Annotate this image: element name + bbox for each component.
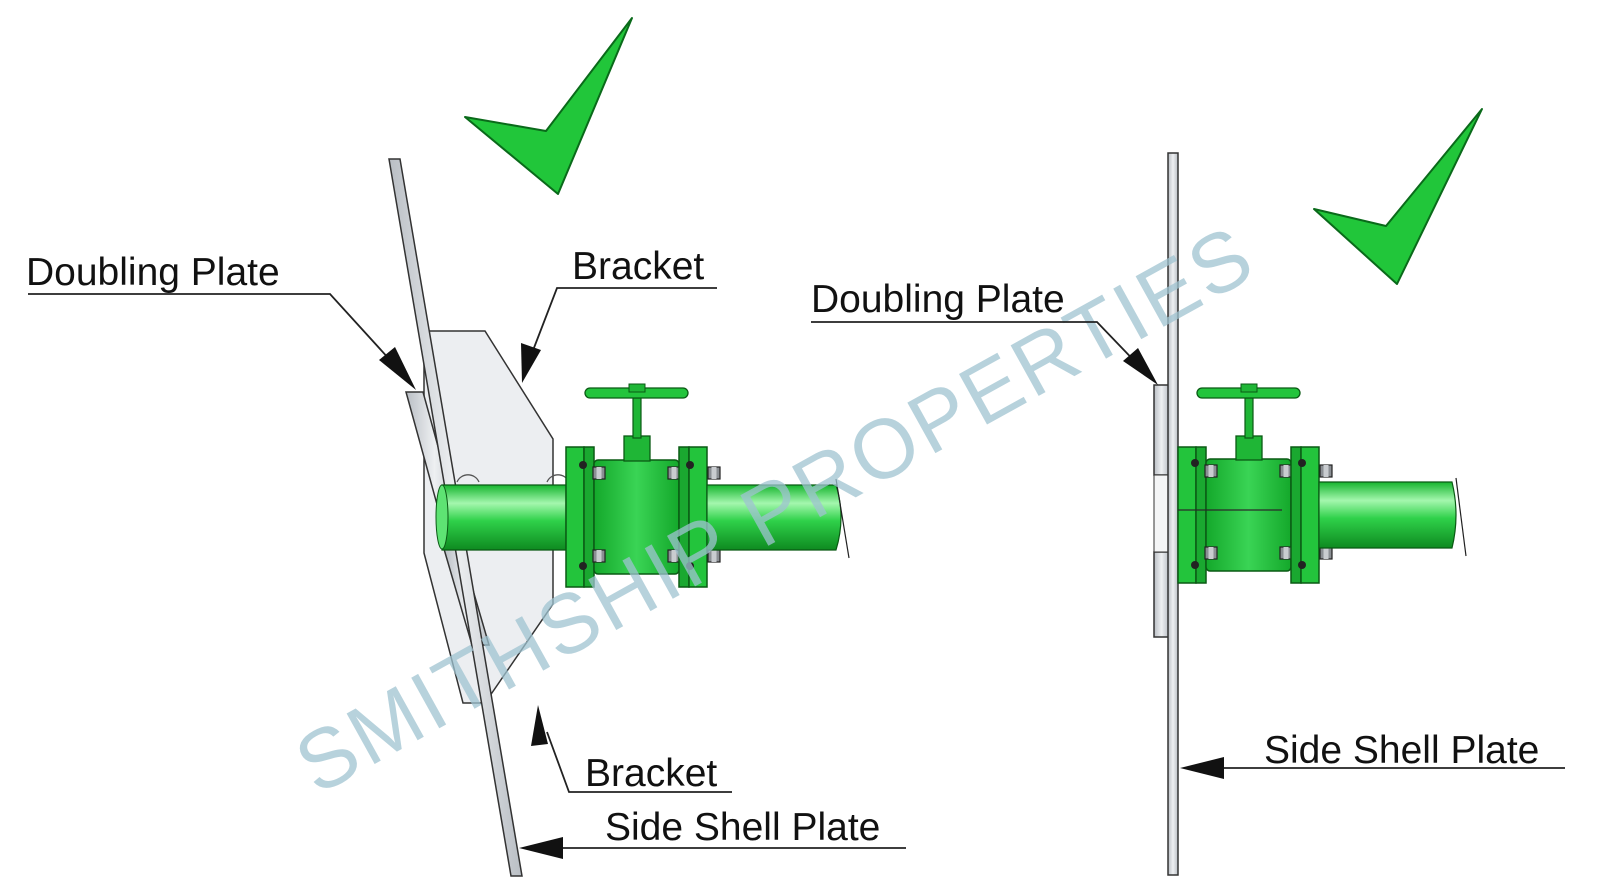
- arrowhead-icon: [1180, 757, 1224, 779]
- arrowhead-icon: [379, 347, 416, 390]
- bolt-icon: [1204, 546, 1218, 560]
- check-mark-icon: [464, 17, 633, 195]
- pipe: [706, 484, 842, 551]
- label-side-shell-plate-left: Side Shell Plate: [605, 806, 880, 849]
- pipe: [1318, 481, 1457, 549]
- pipe: [441, 484, 567, 551]
- leader-line: [531, 287, 717, 354]
- arrowhead-icon: [519, 837, 563, 859]
- arrowhead-icon: [1123, 348, 1158, 385]
- doubling-plate: [1153, 384, 1170, 476]
- valve-body: [1205, 458, 1292, 572]
- bolt-icon: [1319, 546, 1333, 560]
- leader-line: [546, 731, 732, 793]
- leader-line: [811, 321, 1146, 373]
- label-side-shell-plate-right: Side Shell Plate: [1264, 729, 1539, 772]
- right-assembly: [1153, 152, 1467, 876]
- bolt-icon: [667, 466, 681, 480]
- bolt-icon: [1279, 546, 1293, 560]
- label-bracket-bottom: Bracket: [585, 752, 717, 795]
- arrowhead-icon: [531, 705, 548, 746]
- left-assembly: [388, 158, 850, 877]
- check-mark-icon: [1313, 108, 1483, 285]
- arrowhead-icon: [521, 343, 541, 383]
- leader-line: [28, 293, 402, 373]
- label-doubling-plate-left: Doubling Plate: [26, 251, 280, 294]
- bolt-icon: [1204, 464, 1218, 478]
- bolt-icon: [1279, 464, 1293, 478]
- doubling-plate: [1153, 551, 1170, 638]
- label-bracket-top: Bracket: [572, 245, 704, 288]
- bolt-icon: [1319, 464, 1333, 478]
- bolt-icon: [592, 466, 606, 480]
- label-doubling-plate-right: Doubling Plate: [811, 278, 1065, 321]
- bolt-icon: [707, 466, 721, 480]
